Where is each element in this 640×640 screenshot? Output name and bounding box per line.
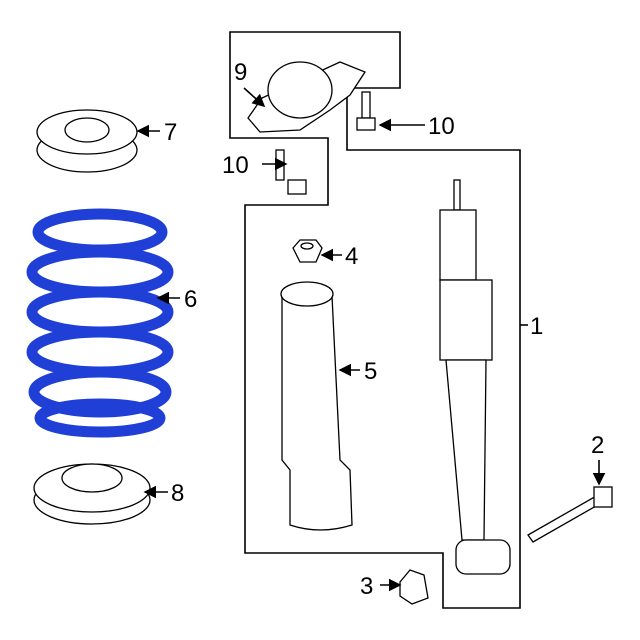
callout-6: 6 [184,286,197,313]
arrow-9 [243,87,266,108]
upper-nut[interactable] [292,239,323,263]
mount-bolt-upper[interactable] [356,91,376,131]
callout-8: 8 [171,480,184,507]
lower-spring-seat[interactable] [33,463,151,525]
callout-5: 5 [364,358,377,385]
callout-10-lower: 10 [222,152,249,179]
lower-bolt[interactable] [527,486,613,543]
coil-spring[interactable] [26,208,174,438]
callout-7: 7 [164,119,177,146]
callout-1: 1 [530,313,543,340]
assembly-bracket [229,31,521,609]
callout-4: 4 [345,243,358,270]
upper-mount[interactable] [247,61,366,133]
callout-10-upper: 10 [428,113,455,140]
callout-9: 9 [234,59,247,86]
upper-spring-seat[interactable] [36,109,138,173]
shock-absorber[interactable] [439,179,511,575]
leader-lines [136,87,606,592]
callout-3: 3 [360,573,373,600]
callout-2: 2 [591,432,604,459]
mount-bolt-lower[interactable] [275,149,307,195]
lower-nut[interactable] [399,569,429,605]
dust-boot[interactable] [280,281,353,531]
